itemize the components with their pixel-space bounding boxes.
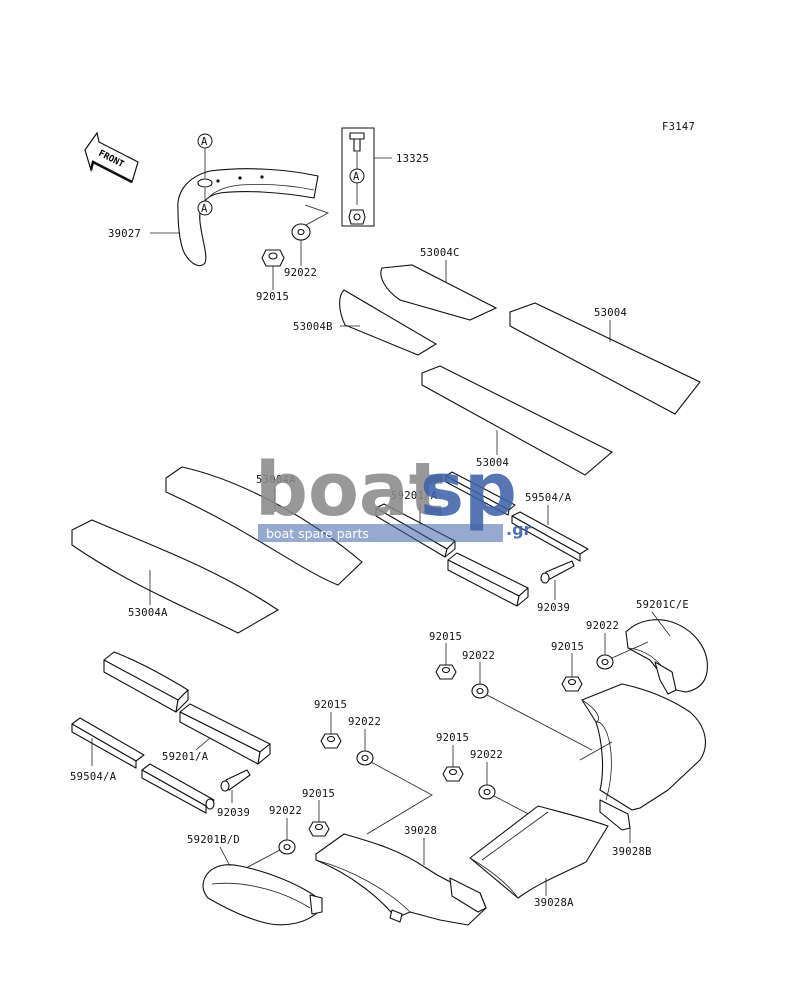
label-92022-m1: 92022: [348, 716, 381, 728]
nut-92015-m1: [320, 733, 342, 749]
label-92015-top: 92015: [256, 291, 289, 303]
nut-13325: [348, 209, 366, 225]
label-92015-m1: 92015: [314, 699, 347, 711]
label-53004C: 53004C: [420, 247, 460, 259]
washer-92022-m2: [478, 784, 496, 800]
label-92015-m3: 92015: [302, 788, 335, 800]
label-92022-m2: 92022: [470, 749, 503, 761]
label-39028A: 39028A: [534, 897, 574, 909]
screw-92039-upper: [540, 560, 575, 584]
label-39028: 39028: [404, 825, 437, 837]
label-53004-lower: 53004: [476, 457, 509, 469]
ref-marker-a-3: A: [353, 171, 360, 183]
label-53004B: 53004B: [293, 321, 333, 333]
label-59201A-upper: 59201/A: [391, 490, 438, 502]
nut-92015-m2: [442, 766, 464, 782]
ref-marker-a-1: A: [201, 136, 208, 148]
rail-59201A-upper-2: [447, 552, 529, 607]
nut-92015-top: [261, 249, 285, 267]
label-39028B: 39028B: [612, 846, 652, 858]
washer-92022-r2: [471, 683, 489, 699]
watermark-word-right: sp: [420, 447, 517, 533]
watermark-word-left: boat: [255, 447, 444, 533]
end-cap-59201BD: [202, 864, 323, 926]
strip-59504A-upper-1: [445, 471, 516, 516]
mat-53004B: [339, 289, 438, 356]
washer-92022-r1: [596, 654, 614, 670]
strip-59504A-upper-2: [511, 511, 589, 562]
label-92015-r2: 92015: [429, 631, 462, 643]
front-direction-arrow: FRONT: [84, 131, 139, 184]
mat-53004-upper: [509, 302, 701, 415]
strip-59504A-lower-2: [141, 763, 215, 814]
strip-59504A-lower-1: [71, 717, 145, 769]
label-92015-m2: 92015: [436, 732, 469, 744]
label-53004A-upper: 53004A: [256, 474, 296, 486]
cover-39028A: [469, 805, 609, 899]
nut-92015-m3: [308, 821, 330, 837]
end-cap-59201CE: [625, 619, 708, 695]
label-92022-r2: 92022: [462, 650, 495, 662]
label-59504A-upper: 59504/A: [525, 492, 572, 504]
watermark-logo: boat sp .gr boat spare parts: [255, 447, 532, 542]
cover-39028: [315, 833, 487, 926]
washer-92022-m3: [278, 839, 296, 855]
rail-59201A-lower-2: [179, 703, 271, 765]
watermark-suffix: .gr: [506, 520, 532, 539]
bolt-13325: [349, 132, 365, 152]
rail-59201A-lower-1: [103, 651, 189, 713]
label-53004-upper: 53004: [594, 307, 627, 319]
label-92022-r1: 92022: [586, 620, 619, 632]
watermark-tagline: boat spare parts: [266, 526, 369, 541]
washer-92022-m1: [356, 750, 374, 766]
label-92022-m3: 92022: [269, 805, 302, 817]
label-53004A-lower: 53004A: [128, 607, 168, 619]
label-92022-top: 92022: [284, 267, 317, 279]
washer-92022-top: [291, 223, 311, 241]
mat-53004C: [380, 264, 498, 321]
label-39027: 39027: [108, 228, 141, 240]
label-59201A-lower: 59201/A: [162, 751, 209, 763]
ref-marker-a-2: A: [201, 203, 208, 215]
screw-92039-lower: [220, 769, 251, 792]
label-59504A-lower: 59504/A: [70, 771, 117, 783]
bolt-set-box: [341, 127, 375, 227]
mat-53004-lower: [421, 365, 613, 476]
handle-39027: [177, 168, 319, 267]
mat-53004A-lower: [71, 519, 280, 634]
label-92015-r1: 92015: [551, 641, 584, 653]
label-59201CE: 59201C/E: [636, 599, 689, 611]
label-92039-upper: 92039: [537, 602, 570, 614]
label-92039-lower: 92039: [217, 807, 250, 819]
nut-92015-r1: [561, 676, 583, 692]
label-59201BD: 59201B/D: [187, 834, 240, 846]
label-13325: 13325: [396, 153, 429, 165]
figure-code: F3147: [662, 121, 695, 133]
nut-92015-r2: [435, 664, 457, 680]
cover-39028B: [581, 683, 706, 831]
